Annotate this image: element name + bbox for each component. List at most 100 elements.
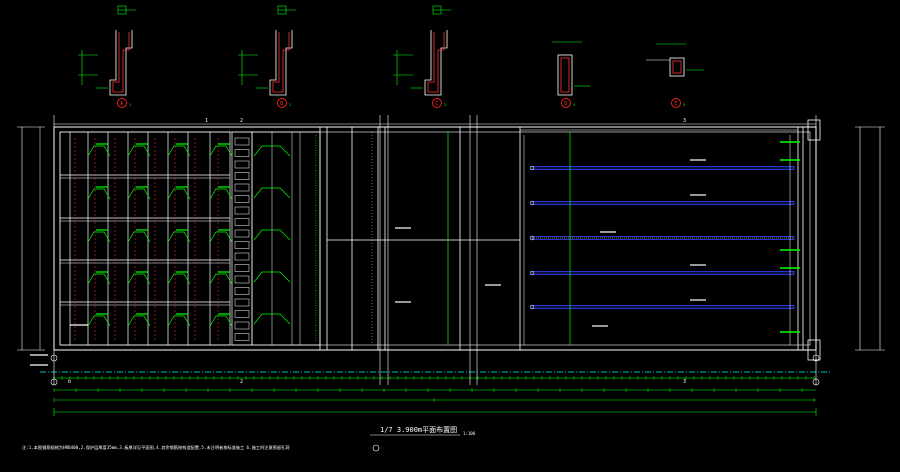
- section-bubble-label: C: [435, 101, 438, 107]
- scale-note: 1:100: [463, 431, 476, 436]
- small-cell: [234, 218, 250, 226]
- small-cell: [234, 172, 250, 180]
- top-dim-box: [117, 5, 127, 15]
- pipe-end: [529, 270, 535, 276]
- small-cell: [234, 275, 250, 284]
- grid-label-top: 1: [205, 118, 208, 124]
- section-bubble-number: 4: [573, 103, 575, 107]
- rebar-chevron: [167, 315, 191, 327]
- rebar-chevron: [253, 313, 291, 325]
- small-cell: [234, 229, 250, 238]
- axis-end-circle: [812, 378, 820, 386]
- small-cell: [234, 310, 250, 318]
- rebar-chevron: [167, 231, 191, 243]
- top-dim-box: [277, 5, 287, 15]
- right-end-wall: [797, 119, 821, 361]
- section-bubble-number: 2: [289, 103, 291, 107]
- beam-rebar: [672, 60, 682, 74]
- section-bubble: [277, 98, 287, 108]
- pipe-end: [529, 304, 535, 310]
- section-bubble: [561, 98, 571, 108]
- small-cell: [234, 160, 250, 169]
- small-cell: [234, 137, 250, 146]
- small-cell: [234, 183, 250, 192]
- axis-end-circle: [50, 378, 58, 386]
- rebar-chevron: [167, 145, 191, 157]
- section-bubble: [117, 98, 127, 108]
- rebar-chevron: [209, 315, 233, 327]
- wall-profile: [109, 30, 133, 96]
- small-cell: [234, 206, 250, 215]
- section-bubble: [432, 98, 442, 108]
- rebar-chevron: [209, 273, 233, 285]
- rebar-chevron: [253, 187, 291, 199]
- rebar-chevron: [209, 231, 233, 243]
- rebar-chevron: [127, 231, 151, 243]
- small-cell: [234, 287, 250, 295]
- rebar-chevron: [253, 271, 291, 283]
- rebar-chevron: [167, 188, 191, 200]
- annotation-labels: [30, 141, 800, 366]
- rebar-chevron: [167, 273, 191, 285]
- column-rebar: [560, 57, 570, 93]
- grid-label-bottom: b: [68, 379, 71, 385]
- rebar-chevron: [127, 315, 151, 327]
- beam-section: [669, 57, 685, 77]
- rebar-line: [112, 32, 130, 93]
- small-cell: [234, 333, 250, 341]
- plan-title: 1/7 3.900m平面布置图: [380, 425, 457, 434]
- axis-lines: 1 2 3 b 2 3: [40, 115, 830, 386]
- small-cell: [234, 252, 250, 261]
- notes-end-circle: [372, 444, 380, 452]
- top-dim-box: [432, 5, 442, 15]
- wall-profile: [424, 30, 448, 96]
- rebar-chevron: [87, 273, 111, 285]
- cell-block-border: [251, 131, 321, 346]
- rebar-chevron: [127, 273, 151, 285]
- grid-label-top: 3: [683, 118, 686, 124]
- plan-inner-outline: [59, 131, 811, 346]
- section-bubble-label: A: [120, 101, 123, 107]
- section-bubble-label: E: [674, 101, 677, 107]
- rebar-line: [272, 32, 290, 93]
- wall-profile: [269, 30, 293, 96]
- rebar-chevron: [87, 188, 111, 200]
- section-bubble-number: 3: [444, 103, 446, 107]
- rebar-chevron: [253, 145, 291, 157]
- section-bubble-label: D: [564, 101, 567, 107]
- rebar-chevron: [209, 145, 233, 157]
- rebar-chevron: [87, 315, 111, 327]
- rebar-line: [427, 32, 445, 93]
- right-tank-pipes: [520, 129, 798, 345]
- pipe-end: [529, 200, 535, 206]
- middle-cell-column: [231, 131, 321, 346]
- small-cell: [234, 298, 250, 307]
- small-cell: [234, 321, 250, 330]
- grid-label-bottom: 3: [683, 379, 686, 385]
- floor-plan: [53, 119, 821, 361]
- small-cell: [234, 195, 250, 203]
- grid-label-bottom: 2: [240, 379, 243, 385]
- section-bubble-number: 5: [683, 103, 685, 107]
- section-bubble: [671, 98, 681, 108]
- small-cell: [234, 241, 250, 249]
- dimension-lines: [17, 123, 885, 416]
- rebar-chevron: [87, 231, 111, 243]
- rebar-chevron: [209, 188, 233, 200]
- axis-end-circle: [50, 354, 58, 362]
- grid-label-top: 2: [240, 118, 243, 124]
- column-section: [557, 54, 573, 96]
- central-partitions: [319, 127, 521, 350]
- pipe-end: [529, 235, 535, 241]
- general-notes: 注:1.本图钢筋规格为HRB400,2.保护层厚度35mm,3.板厚详见平面图,…: [22, 444, 289, 451]
- pipe-end: [529, 165, 535, 171]
- section-bubble-number: 1: [129, 103, 131, 107]
- rebar-chevron: [127, 145, 151, 157]
